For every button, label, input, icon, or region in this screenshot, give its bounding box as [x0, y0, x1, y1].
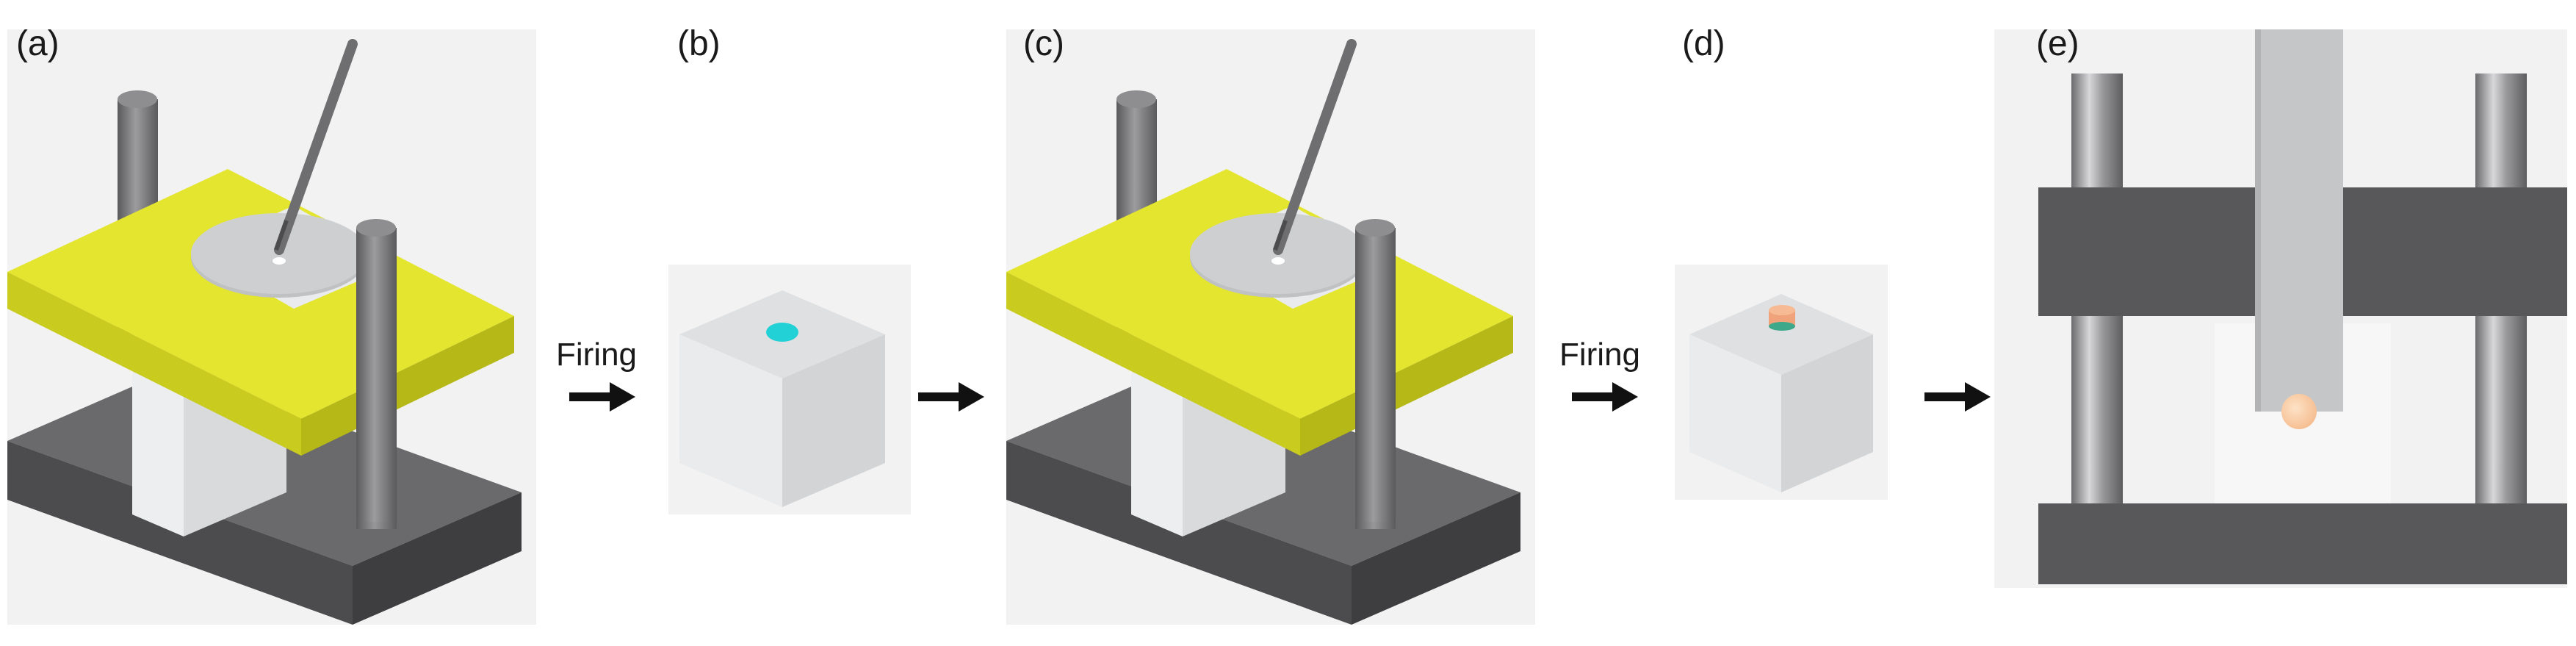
arrow-right-icon — [1572, 382, 1638, 412]
bead — [1769, 305, 1795, 315]
apparatus-a — [7, 29, 536, 625]
cube-d — [1675, 265, 1888, 500]
firing-label-1: Firing — [556, 337, 638, 373]
cube-b — [668, 265, 911, 514]
panel-label-c: (c) — [1023, 24, 1064, 63]
sphere — [2281, 394, 2317, 429]
apparatus-c — [1006, 29, 1535, 625]
arrow-right-icon — [569, 382, 635, 412]
press-e — [1994, 29, 2567, 588]
droplet — [766, 323, 798, 342]
panel-label-d: (d) — [1682, 24, 1725, 63]
arrow-right-icon — [918, 382, 984, 412]
arrow-right-icon — [1924, 382, 1991, 412]
panel-label-b: (b) — [677, 24, 721, 63]
panel-label-a: (a) — [16, 24, 59, 63]
firing-label-2: Firing — [1559, 337, 1641, 373]
panel-label-e: (e) — [2036, 24, 2079, 63]
